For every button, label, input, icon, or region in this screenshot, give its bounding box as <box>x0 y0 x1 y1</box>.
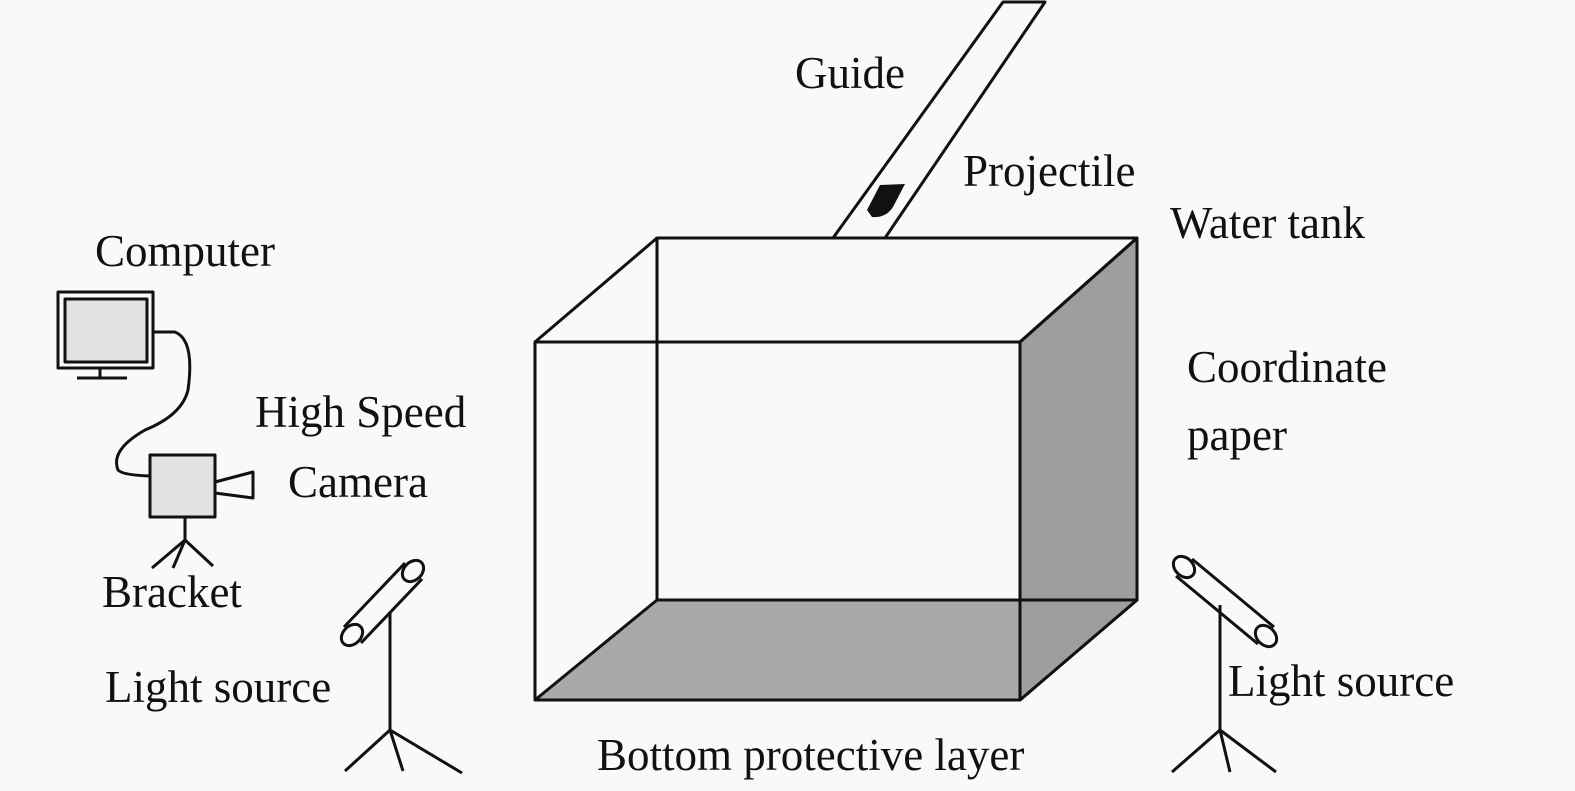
guide-rail <box>831 0 1047 240</box>
light-source-left-icon <box>339 558 463 775</box>
light-source-right-icon <box>1171 554 1279 774</box>
label-paper: paper <box>1187 410 1287 460</box>
label-high-speed: High Speed <box>255 387 466 437</box>
label-light-source-right: Light source <box>1228 656 1454 706</box>
label-coordinate: Coordinate <box>1187 342 1387 392</box>
water-tank <box>533 236 1139 702</box>
projectile-icon <box>867 184 905 218</box>
label-guide: Guide <box>795 48 905 98</box>
label-water-tank: Water tank <box>1170 198 1366 248</box>
high-speed-camera-icon <box>148 453 255 570</box>
label-computer: Computer <box>95 226 275 276</box>
label-bottom-layer: Bottom protective layer <box>597 730 1024 780</box>
computer-icon <box>56 290 155 380</box>
label-projectile: Projectile <box>963 146 1135 196</box>
label-light-source-left: Light source <box>105 662 331 712</box>
label-camera: Camera <box>288 457 428 507</box>
coordinate-paper <box>1018 236 1139 702</box>
label-bracket: Bracket <box>102 567 242 617</box>
cable <box>115 330 192 478</box>
